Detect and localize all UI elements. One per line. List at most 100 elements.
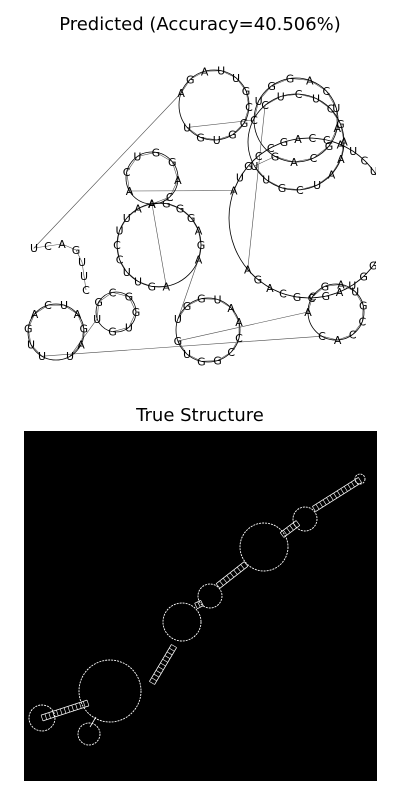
nucleotide-label: U [116, 225, 124, 238]
nucleotide-label: U [80, 270, 88, 283]
nucleotide-label: C [255, 150, 263, 163]
nucleotide-label: G [197, 239, 206, 252]
nucleotide-label: U [312, 92, 320, 105]
nucleotide-label: U [213, 134, 221, 147]
nucleotide-label: G [244, 160, 253, 173]
nucleotide-label: A [74, 308, 82, 321]
nucleotide-label: U [123, 266, 131, 279]
nucleotide-label: U [262, 174, 270, 187]
nucleotide-label: U [232, 72, 240, 85]
nucleotide-label: A [174, 174, 182, 187]
nucleotide-label: C [310, 152, 318, 165]
nucleotide-label: A [163, 280, 171, 293]
nucleotide-label: G [174, 335, 183, 348]
nucleotide-label: G [271, 150, 280, 163]
nucleotide-label: U [30, 242, 38, 255]
nucleotide-label: C [296, 184, 304, 197]
nucleotide-label: A [148, 198, 156, 211]
nucleotide-label: A [337, 153, 345, 166]
nucleotide-label: A [201, 65, 209, 78]
predicted-title: Predicted (Accuracy=40.506%) [59, 14, 341, 35]
nucleotide-label: G [147, 280, 156, 293]
nucleotide-label: G [108, 326, 117, 339]
nucleotide-label: U [313, 179, 321, 192]
nucleotide-label: C [295, 88, 303, 101]
nucleotide-label: A [290, 156, 298, 169]
nucleotide-label: U [332, 102, 340, 115]
nucleotide-label: C [113, 239, 121, 252]
nucleotide-label: G [162, 198, 171, 211]
nucleotide-label: U [213, 293, 221, 306]
nucleotide-label: U [134, 275, 142, 288]
nucleotide-label: C [309, 132, 317, 145]
nucleotide-label: G [197, 355, 206, 368]
nucleotide-label: G [369, 260, 376, 273]
nucleotide-label: C [279, 288, 287, 301]
nucleotide-label: U [123, 212, 131, 225]
nucleotide-label: A [126, 185, 134, 198]
nucleotide-label: C [44, 299, 52, 312]
nucleotide-label: C [327, 103, 335, 116]
nucleotide-label: G [254, 274, 263, 287]
nucleotide-label: C [250, 114, 258, 127]
nucleotide-label: A [244, 263, 252, 276]
nucleotide-label: C [308, 292, 316, 305]
nucleotide-label: G [183, 300, 192, 313]
nucleotide-label: G [132, 306, 141, 319]
nucleotide-label: A [266, 282, 274, 295]
nucleotide-label: A [195, 225, 203, 238]
true-structure-title: True Structure [136, 405, 264, 426]
nucleotide-label: C [267, 142, 275, 155]
nucleotide-label: A [336, 286, 344, 299]
nucleotide-label: C [349, 328, 357, 341]
nucleotide-label: G [280, 136, 289, 149]
nucleotide-label: G [267, 80, 276, 93]
nucleotide-label: C [323, 85, 331, 98]
nucleotide-label: C [166, 191, 174, 204]
nucleotide-label: G [196, 131, 205, 144]
nucleotide-label: G [228, 129, 237, 142]
nucleotide-label: A [337, 138, 345, 151]
nucleotide-label: G [186, 73, 195, 86]
nucleotide-label: G [94, 296, 103, 309]
nucleotide-label: C [227, 346, 235, 359]
nucleotide-label: A [294, 133, 302, 146]
nucleotide-label: A [134, 203, 142, 216]
nucleotide-label: G [240, 117, 249, 130]
nucleotide-label: C [309, 291, 317, 304]
nucleotide-label: U [93, 313, 101, 326]
nucleotide-label: U [255, 95, 263, 108]
nucleotide-label: G [125, 291, 134, 304]
nucleotide-label: U [27, 339, 35, 352]
nucleotide-label: G [187, 212, 196, 225]
nucleotide-label: U [125, 321, 133, 334]
nucleotide-label: G [278, 182, 287, 195]
nucleotide-label: U [78, 256, 86, 269]
nucleotide-label: U [250, 160, 258, 173]
nucleotide-label: U [60, 299, 68, 312]
nucleotide-label: U [183, 348, 191, 361]
nucleotide-label: A [77, 339, 85, 352]
nucleotide-label: G [152, 146, 161, 159]
nucleotide-label: C [44, 240, 52, 253]
nucleotide-label: A [304, 306, 312, 319]
nucleotide-label: G [213, 355, 222, 368]
nucleotide-label: U [183, 121, 191, 134]
nucleotide-label: G [176, 203, 185, 216]
nucleotide-label: G [325, 140, 334, 153]
nucleotide-label: A [31, 308, 39, 321]
nucleotide-label: U [66, 350, 74, 363]
nucleotide-label: U [133, 151, 141, 164]
nucleotide-label: G [168, 156, 177, 169]
nucleotide-label: G [336, 118, 345, 131]
nucleotide-label: A [340, 135, 348, 148]
nucleotide-label: G [24, 323, 32, 336]
nucleotide-label: A [235, 316, 243, 329]
nucleotide-label: G [359, 270, 368, 283]
nucleotide-label: C [361, 154, 369, 167]
nucleotide-label: C [318, 330, 326, 343]
nucleotide-label: A [333, 122, 341, 135]
nucleotide-label: U [351, 286, 359, 299]
nucleotide-label: A [334, 334, 342, 347]
nucleotide-label: G [72, 244, 81, 257]
